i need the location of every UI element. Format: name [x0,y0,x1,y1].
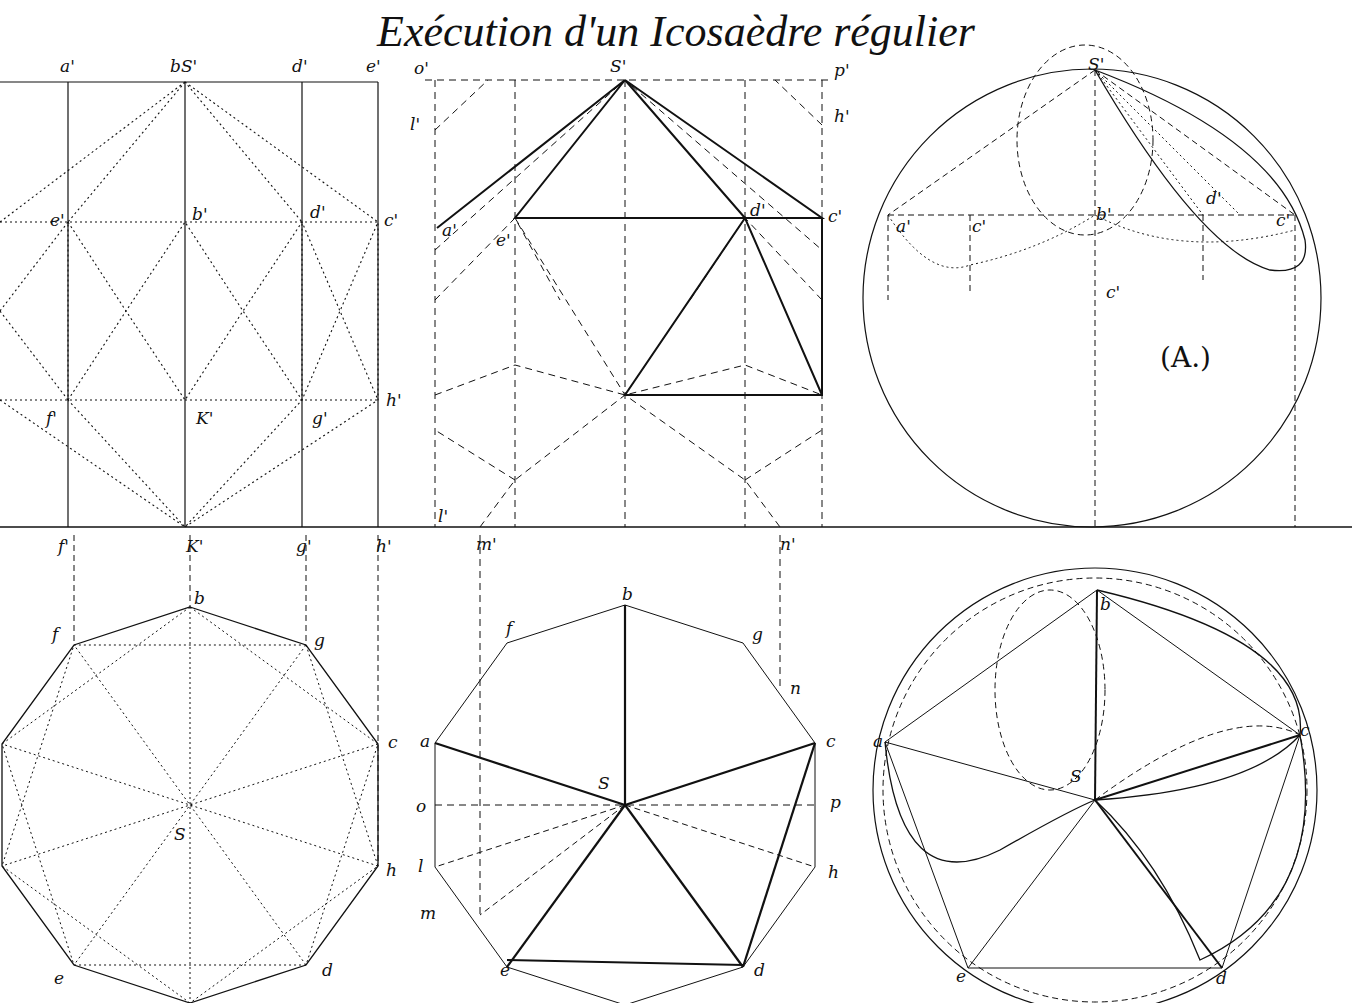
point-label: a' [60,58,75,75]
point-label: c' [384,212,398,229]
point-label: c' [1276,212,1290,229]
point-label: K' [196,410,213,427]
point-label: e [956,968,966,985]
point-label: h [828,864,839,881]
point-label: c [388,734,398,751]
point-label: f [52,626,58,643]
point-label: d [322,962,333,979]
point-label: d' [292,58,308,75]
point-label: h' [376,538,392,555]
point-label: bS' [170,58,197,75]
point-label: a' [896,218,911,235]
point-label: n [790,680,801,697]
point-label: b' [1096,206,1112,223]
point-label: e [54,970,64,987]
point-label: l' [410,116,420,133]
point-label: g' [312,410,328,427]
point-label: e [500,962,510,979]
point-label: n' [780,536,796,553]
point-label: g [752,626,763,643]
point-label: h' [834,108,850,125]
point-label: p [830,794,841,811]
point-label: b' [192,206,208,223]
point-label: e' [366,58,381,75]
point-label: h' [386,392,402,409]
point-label: g [314,632,325,649]
point-label: o' [414,60,429,77]
point-label: (A.) [1160,344,1211,372]
point-label: d [1216,970,1227,987]
point-label: S [1070,768,1082,785]
point-label: l [418,858,423,875]
point-label: e' [50,212,65,229]
point-label: d' [310,204,326,221]
point-label: c [1300,722,1310,739]
point-label: e' [496,232,511,249]
point-label: p' [834,62,850,79]
point-label: d [754,962,765,979]
point-label: h [386,862,397,879]
point-label: c [826,733,836,750]
point-label: S [174,826,186,843]
point-label: S' [1088,56,1104,73]
point-label: a [873,733,883,750]
point-label: a' [442,222,457,239]
point-label: b [622,586,633,603]
point-label: c' [1106,284,1120,301]
point-label: d' [1206,190,1222,207]
point-label: c' [972,218,986,235]
point-label: d' [750,202,766,219]
point-label: S' [610,58,626,75]
point-label: o [416,798,426,815]
title: Exécution d'un Icosaèdre régulier [377,10,975,54]
point-label: m [420,905,436,922]
point-label: K' [186,538,203,555]
point-label: m' [476,536,497,553]
point-label: c' [828,208,842,225]
point-label: S [598,775,610,792]
point-label: g' [296,538,312,555]
point-label: a [420,733,430,750]
point-label: f' [46,410,57,427]
point-label: f [506,620,512,637]
point-label: b [1100,596,1111,613]
point-label: f' [58,538,69,555]
point-label: l' [438,508,448,525]
point-label: b [194,590,205,607]
